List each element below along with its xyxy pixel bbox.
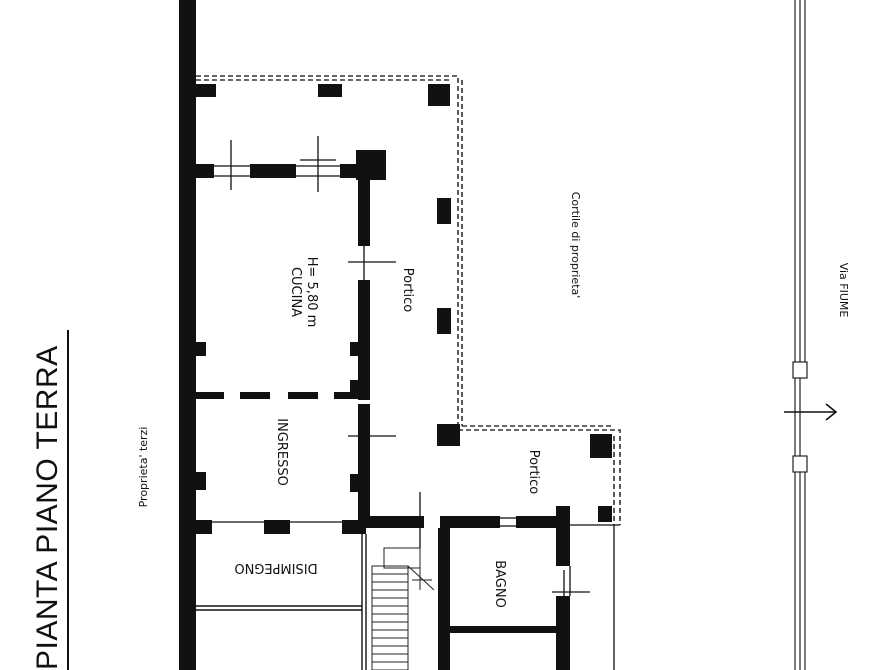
bagno-walls: [366, 492, 620, 670]
plan-title: PIANTA PIANO TERRA: [31, 345, 64, 670]
label-street: Via FIUME: [837, 263, 850, 318]
disimpegno-south-wall: [196, 534, 367, 670]
label-cortile: Cortile di proprieta': [569, 192, 582, 299]
entrance-arrow-icon: [784, 403, 838, 421]
portico-pillars: [196, 84, 612, 522]
label-cucina: CUCINA: [288, 267, 303, 317]
kitchen-north-wall: [196, 136, 386, 192]
label-portico-upper: Portico: [400, 268, 415, 313]
kitchen-east-wall: [348, 178, 396, 526]
disimpegno-north-wall: [196, 520, 366, 534]
label-portico-lower: Portico: [526, 450, 541, 495]
staircase: [371, 547, 435, 670]
west-exterior-wall: [179, 0, 196, 670]
kitchen-ingresso-partition: [196, 392, 360, 399]
label-proprieta-terzi: Proprieta' terzi: [137, 427, 150, 508]
west-wall-pillars: [196, 342, 206, 490]
street-lines: [792, 0, 808, 670]
label-disimpegno: DISIMPEGNO: [234, 560, 317, 575]
label-ingresso: INGRESSO: [274, 418, 289, 486]
label-bagno: BAGNO: [492, 560, 507, 608]
label-cucina-height: H= 5,80 m: [304, 257, 319, 328]
